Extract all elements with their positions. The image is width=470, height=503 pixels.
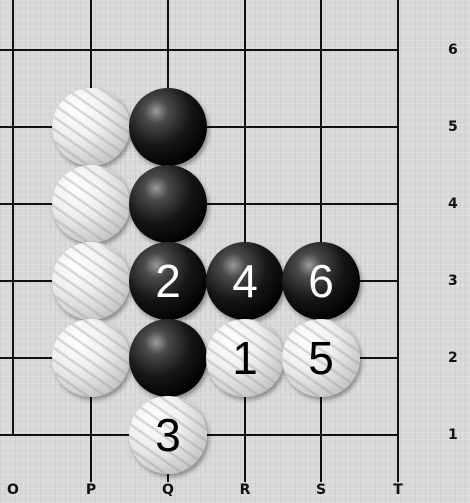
white-stone-p4 bbox=[52, 165, 130, 243]
row-label-1: 1 bbox=[448, 427, 458, 443]
move-number: 3 bbox=[155, 412, 181, 458]
black-stone-q3: 2 bbox=[129, 242, 207, 320]
row-label-2: 2 bbox=[448, 350, 458, 366]
white-stone-p5 bbox=[52, 88, 130, 166]
move-number: 6 bbox=[308, 258, 334, 304]
column-label-s: S bbox=[316, 482, 326, 498]
column-label-r: R bbox=[240, 482, 251, 498]
white-stone-p2 bbox=[52, 319, 130, 397]
black-stone-r3: 4 bbox=[206, 242, 284, 320]
grid-line-vertical bbox=[12, 0, 14, 435]
row-label-6: 6 bbox=[448, 42, 458, 58]
row-label-4: 4 bbox=[448, 196, 458, 212]
white-stone-r2: 1 bbox=[206, 319, 284, 397]
column-label-q: Q bbox=[162, 482, 174, 498]
row-label-5: 5 bbox=[448, 119, 458, 135]
grid-line-horizontal bbox=[0, 49, 398, 51]
move-number: 1 bbox=[232, 335, 258, 381]
white-stone-q1: 3 bbox=[129, 396, 207, 474]
white-stone-p3 bbox=[52, 242, 130, 320]
grid-line-vertical bbox=[397, 0, 399, 482]
white-stone-s2: 5 bbox=[282, 319, 360, 397]
move-number: 5 bbox=[308, 335, 334, 381]
grid-line-vertical bbox=[244, 0, 246, 482]
move-number: 4 bbox=[232, 258, 258, 304]
column-label-o: O bbox=[7, 482, 19, 498]
black-stone-s3: 6 bbox=[282, 242, 360, 320]
grid-line-vertical bbox=[320, 0, 322, 482]
black-stone-q5 bbox=[129, 88, 207, 166]
row-label-3: 3 bbox=[448, 273, 458, 289]
column-label-p: P bbox=[86, 482, 96, 498]
black-stone-q4 bbox=[129, 165, 207, 243]
black-stone-q2 bbox=[129, 319, 207, 397]
column-label-t: T bbox=[393, 482, 403, 498]
move-number: 2 bbox=[155, 258, 181, 304]
